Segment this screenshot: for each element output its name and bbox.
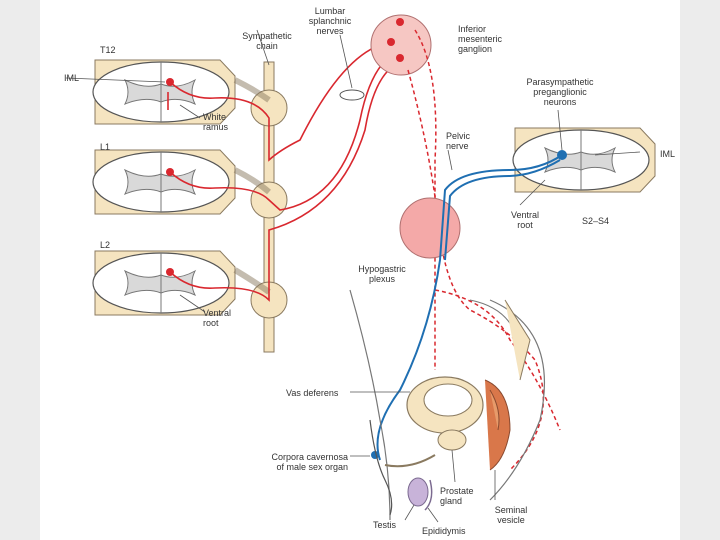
inferior-mesenteric-ganglion [370,14,432,76]
sympathetic-chain [233,61,288,353]
prostate-shape [437,429,467,451]
splanchnic-bundle-loop [339,89,365,101]
spinal-segment-l1 [92,149,236,215]
label-l2: L2 [100,240,111,250]
spinal-segment-l2 [92,250,236,316]
seminal-vesicle-shape [489,389,500,431]
label-iml-left: IML [64,73,80,83]
label-t12: T12 [100,45,116,55]
label-s2-s4: S2–S4 [582,216,610,226]
label-vas-deferens: Vas deferens [286,388,339,398]
label-epididymis: Epididymis [422,526,466,536]
testis-shape [407,477,429,507]
pelvic-anatomy [349,289,546,521]
label-iml-right: IML [660,149,676,159]
spinal-segment-s2-s4 [512,127,656,193]
label-l1: L1 [100,142,111,152]
sympathetic-fibers [167,44,403,302]
hypogastric-plexus [399,197,461,259]
male-sexual-innervation-diagram [65,14,656,523]
label-testis: Testis [373,520,397,530]
pelvic-nerve-fibers [376,154,563,461]
leader-lines [65,29,641,523]
